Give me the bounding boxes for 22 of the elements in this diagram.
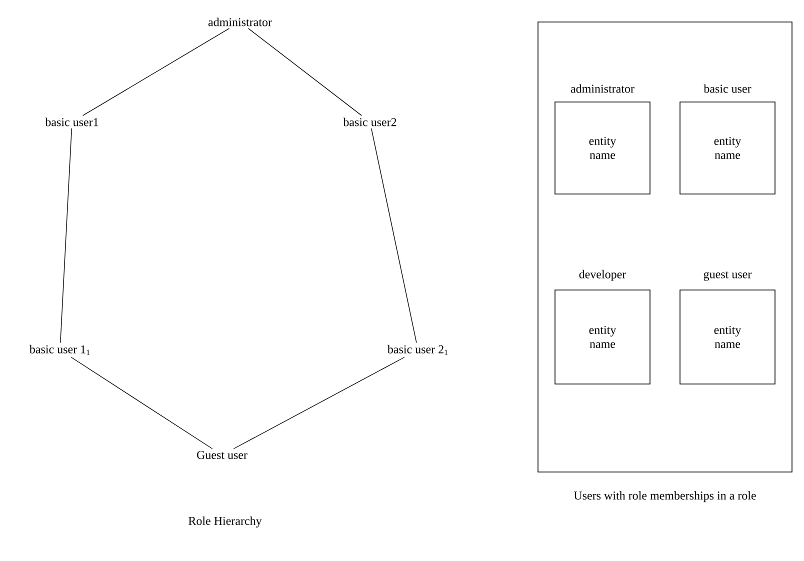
role-heading: guest user [704,271,752,281]
entity-box: entity name [554,102,650,194]
role-label: basic user1 [45,118,98,126]
role-label: basic user 1$_{1}$ [29,344,90,356]
entity-box: entity name [680,102,776,194]
entity-box: entity name [680,290,776,384]
connector-line [70,356,213,450]
entity-box: entity name [554,290,650,384]
text-label: Role Hierarchy [188,516,262,528]
connector-line [82,28,230,116]
connector-line [60,128,72,344]
role-heading: basic user [704,84,752,93]
box-label: Users with role memberships in a role [574,491,756,502]
role-label: basic user 2$_{1}$ [387,344,448,356]
role-heading: administrator [570,84,634,93]
connector-line [371,128,417,344]
role-heading: developer [579,270,626,281]
connector-line [233,356,405,450]
role-label: basic user2 [343,118,396,126]
connector-line [248,28,362,116]
role-label: Guest user [197,450,248,459]
role-label: administrator [208,18,272,26]
